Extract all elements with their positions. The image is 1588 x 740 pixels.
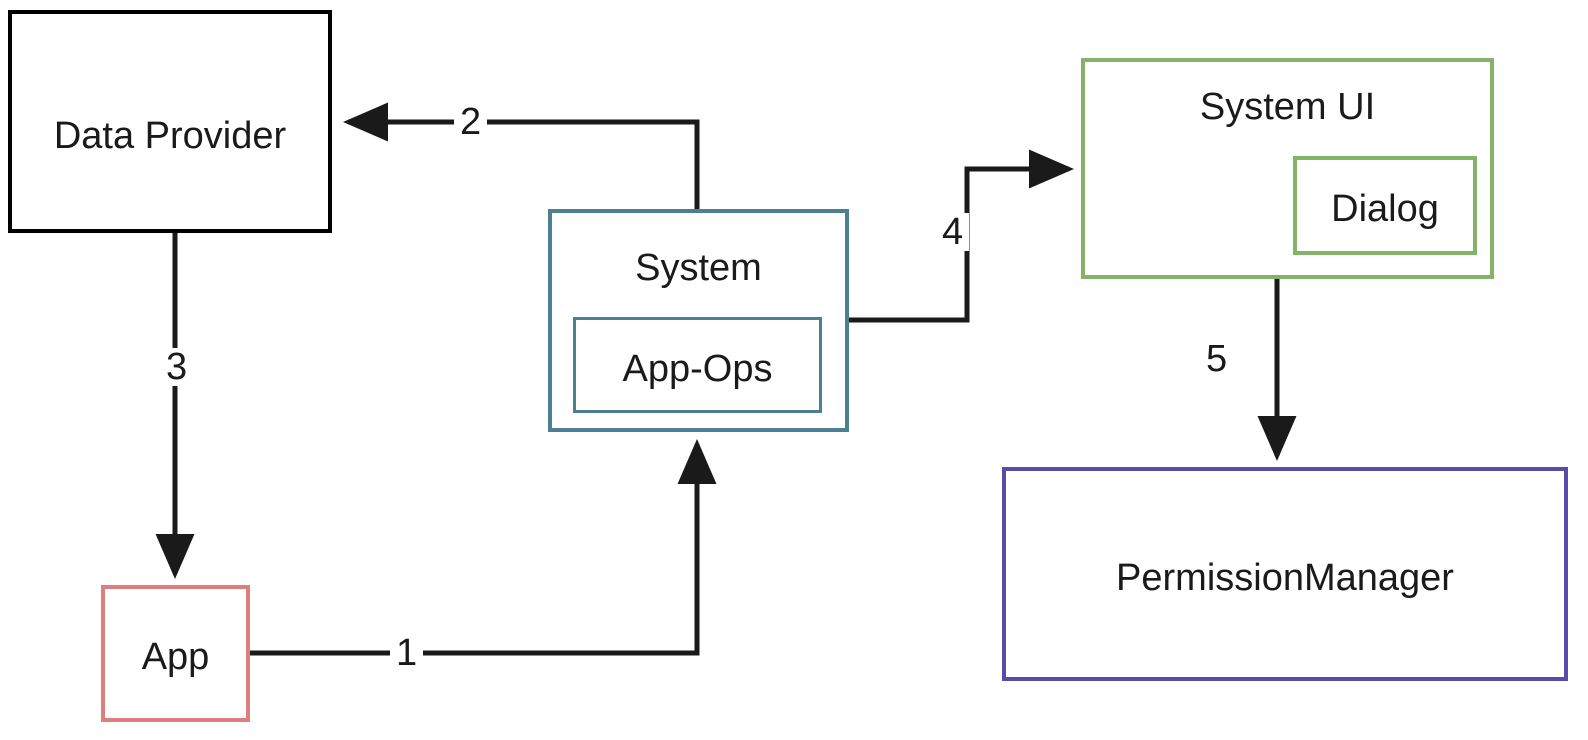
- edge-label-4: 4: [936, 213, 970, 251]
- node-system[interactable]: System App-Ops: [548, 209, 849, 432]
- node-app[interactable]: App: [101, 585, 250, 722]
- node-app-ops[interactable]: App-Ops: [573, 317, 822, 413]
- edge-label-3: 3: [160, 348, 194, 386]
- edge-2-path: [343, 102, 700, 209]
- node-data-provider-label: Data Provider: [53, 115, 287, 157]
- node-permission-manager-label: PermissionManager: [1116, 557, 1454, 599]
- node-app-label: App: [141, 636, 210, 678]
- node-permission-manager[interactable]: PermissionManager: [1002, 467, 1568, 681]
- node-dialog-label: Dialog: [1331, 188, 1439, 230]
- node-data-provider[interactable]: Data Provider: [8, 10, 332, 233]
- edge-label-1: 1: [390, 634, 424, 672]
- node-app-ops-label: App-Ops: [622, 348, 773, 390]
- node-system-ui[interactable]: System UI Dialog: [1081, 58, 1494, 279]
- node-dialog[interactable]: Dialog: [1293, 156, 1477, 255]
- edge-label-2: 2: [454, 103, 488, 141]
- edge-label-5: 5: [1200, 340, 1234, 378]
- edge-1-path: [250, 439, 717, 656]
- node-system-ui-label: System UI: [1199, 86, 1376, 128]
- node-system-label: System: [635, 247, 762, 289]
